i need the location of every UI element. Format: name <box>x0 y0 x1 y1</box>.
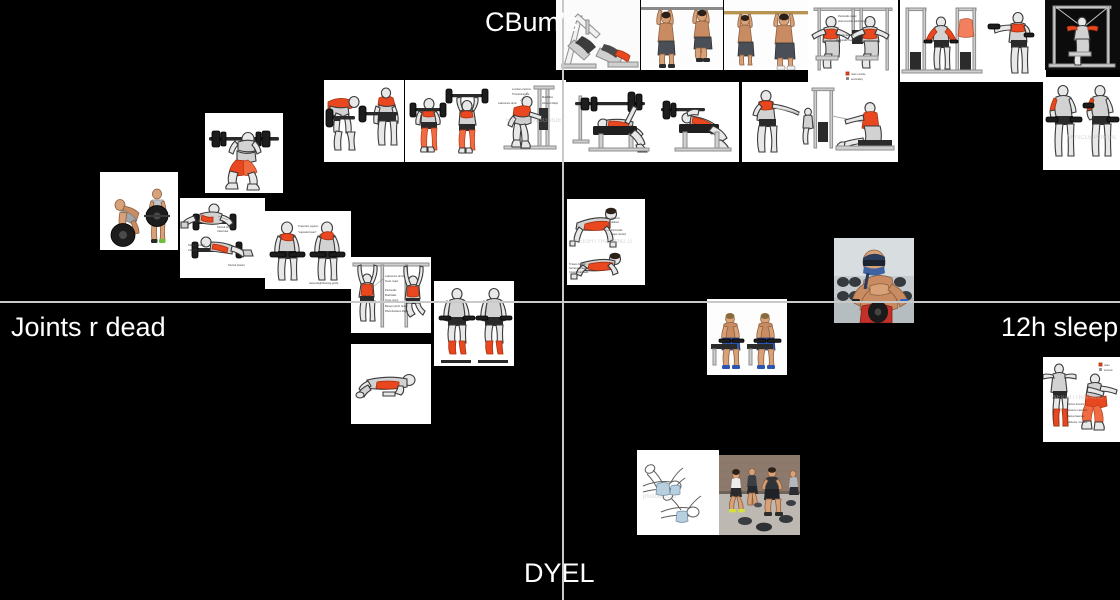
svg-text:Clavicular: Clavicular <box>217 229 229 233</box>
svg-text:Adductor magnus: Adductor magnus <box>1067 420 1088 424</box>
svg-text:Thoracolumbar: Thoracolumbar <box>512 92 530 96</box>
svg-text:photobi.com: photobi.com <box>643 494 676 500</box>
thumbnail-seated-cable-row-illustration <box>800 82 898 162</box>
svg-text:(sternocostal, abdominal): (sternocostal, abdominal) <box>838 19 867 23</box>
thumbnail-push-up-diagram: Anterior deltoid Pectoralis major (lower… <box>567 199 645 285</box>
svg-text:Multifidus: Multifidus <box>542 95 554 99</box>
svg-text:"capsular lower": "capsular lower" <box>298 230 317 234</box>
thumbnail-barbell-back-squat-illustration <box>205 113 283 193</box>
svg-text:main: main <box>1104 363 1110 367</box>
horizontal-axis <box>0 301 1120 303</box>
svg-text:Anterior deltoid: Anterior deltoid <box>836 33 854 37</box>
svg-text:Clavicular: Clavicular <box>188 248 200 252</box>
svg-text:deltoid: deltoid <box>611 220 619 224</box>
svg-text:secondary: secondary <box>851 77 864 81</box>
thumbnail-decline-bench-press-illustration <box>657 82 739 162</box>
svg-text:Teres minor: Teres minor <box>385 298 399 302</box>
thumbnail-dumbbell-shrug-diagram: Trapezius (upper) "capsular lower" www.w… <box>265 211 351 289</box>
thumbnail-dumbbell-front-raise-illustration <box>984 0 1046 82</box>
thumbnail-seated-dumbbell-wrist-curl-photo <box>707 299 787 375</box>
axis-label-left: Joints r dead <box>11 312 166 342</box>
thumbnail-cable-chest-fly-illustration <box>742 82 804 162</box>
thumbnail-group-gym-class-photo <box>719 455 800 535</box>
svg-text:second: second <box>1104 368 1113 372</box>
thumbnail-pull-up-diagram: Latissimus dorsi Teres major Pectoralis … <box>351 257 431 333</box>
thumbnail-cable-machine-illustration <box>900 0 984 82</box>
svg-text:WEIGHTTRAINING: WEIGHTTRAINING <box>1051 395 1104 401</box>
svg-text:major (lower): major (lower) <box>611 232 626 236</box>
svg-text:Coracobrachialis: Coracobrachialis <box>569 270 589 274</box>
thumbnail-neck-harness-photo <box>834 238 914 323</box>
svg-text:Biceps (short head): Biceps (short head) <box>385 304 408 308</box>
axis-label-bottom: DYEL <box>524 558 595 588</box>
svg-text:Rhomboideus Major: Rhomboideus Major <box>385 309 408 313</box>
thumbnail-lying-leg-curl-line-art: photobi.com <box>637 450 719 535</box>
svg-text:Lumbar erectors: Lumbar erectors <box>512 87 532 91</box>
thumbnail-pec-deck-machine-diagram: Pectoralis major (sternocostal, abdomina… <box>808 0 898 82</box>
svg-text:Vastus lateralis: Vastus lateralis <box>1067 414 1085 418</box>
svg-text:main muscle: main muscle <box>851 72 866 76</box>
svg-text:Sternal (lower): Sternal (lower) <box>228 263 245 267</box>
thumbnail-pull-up-bar-photo <box>641 0 723 70</box>
vertical-axis <box>562 0 564 600</box>
thumbnail-barbell-row-illustration <box>324 80 404 162</box>
svg-text:Latissimus dorsi: Latissimus dorsi <box>385 274 404 278</box>
thumbnail-standing-calf-raise-illustration <box>434 281 514 366</box>
svg-text:www.weighttraining.guide: www.weighttraining.guide <box>309 281 339 285</box>
svg-text:Latissimus dorsi: Latissimus dorsi <box>498 101 517 105</box>
svg-text:Gluteus Major: Gluteus Major <box>542 101 558 105</box>
thumbnail-cable-crossover-machine <box>1045 0 1120 70</box>
svg-text:Trapezius (upper): Trapezius (upper) <box>298 224 319 228</box>
svg-text:Gluteus maximus: Gluteus maximus <box>1067 408 1088 412</box>
svg-text:Pectoralis: Pectoralis <box>385 288 397 292</box>
svg-text:Rectus femoris: Rectus femoris <box>1067 402 1085 406</box>
thumbnail-bench-press-rack-illustration <box>565 82 657 162</box>
svg-text:Brachialis: Brachialis <box>385 293 397 297</box>
svg-text:Serratus anterior: Serratus anterior <box>569 266 588 270</box>
thumbnail-dumbbell-biceps-curl-illustration: MUSCLE PORTAL <box>1043 77 1120 170</box>
thumbnail-bench-press-diagram: Sternal (lower) Clavicular Sternal (lowe… <box>180 198 265 278</box>
svg-text:Pectoralis: Pectoralis <box>611 228 623 232</box>
svg-text:Pectoralis major: Pectoralis major <box>836 38 855 42</box>
svg-text:WEIGHTTRAINING.G: WEIGHTTRAINING.G <box>573 239 632 245</box>
svg-text:Teres major: Teres major <box>385 279 399 283</box>
thumbnail-chin-up-bar-photo <box>724 0 808 70</box>
svg-text:HTTRAININGGUIDE: HTTRAININGGUIDE <box>506 118 562 124</box>
svg-text:MUSCLE PORTAL: MUSCLE PORTAL <box>1067 135 1118 141</box>
axis-label-top: CBum's <box>485 7 579 37</box>
thumbnail-incline-leg-press-machine <box>556 0 640 70</box>
axis-label-right: 12h sleep <box>1001 312 1119 342</box>
svg-text:Pectoralis major: Pectoralis major <box>838 14 857 18</box>
svg-text:Triceps brachii: Triceps brachii <box>569 262 586 266</box>
thumbnail-machine-back-extension-diagram: Lumbar erectors Thoracolumbar Latissimus… <box>490 80 566 162</box>
thumbnail-barbell-overhead-press-illustration <box>405 80 490 162</box>
svg-text:Anterior: Anterior <box>611 216 620 220</box>
svg-text:Sternal (lower): Sternal (lower) <box>188 243 205 247</box>
thumbnail-barbell-deadlift-photo <box>100 172 178 250</box>
thumbnail-plank-illustration <box>351 344 431 424</box>
svg-text:Sternal (lower): Sternal (lower) <box>217 225 234 229</box>
thumbnail-lateral-raise-and-squat-diagram: Rectus femoris Gluteus maximus Vastus la… <box>1043 357 1120 442</box>
